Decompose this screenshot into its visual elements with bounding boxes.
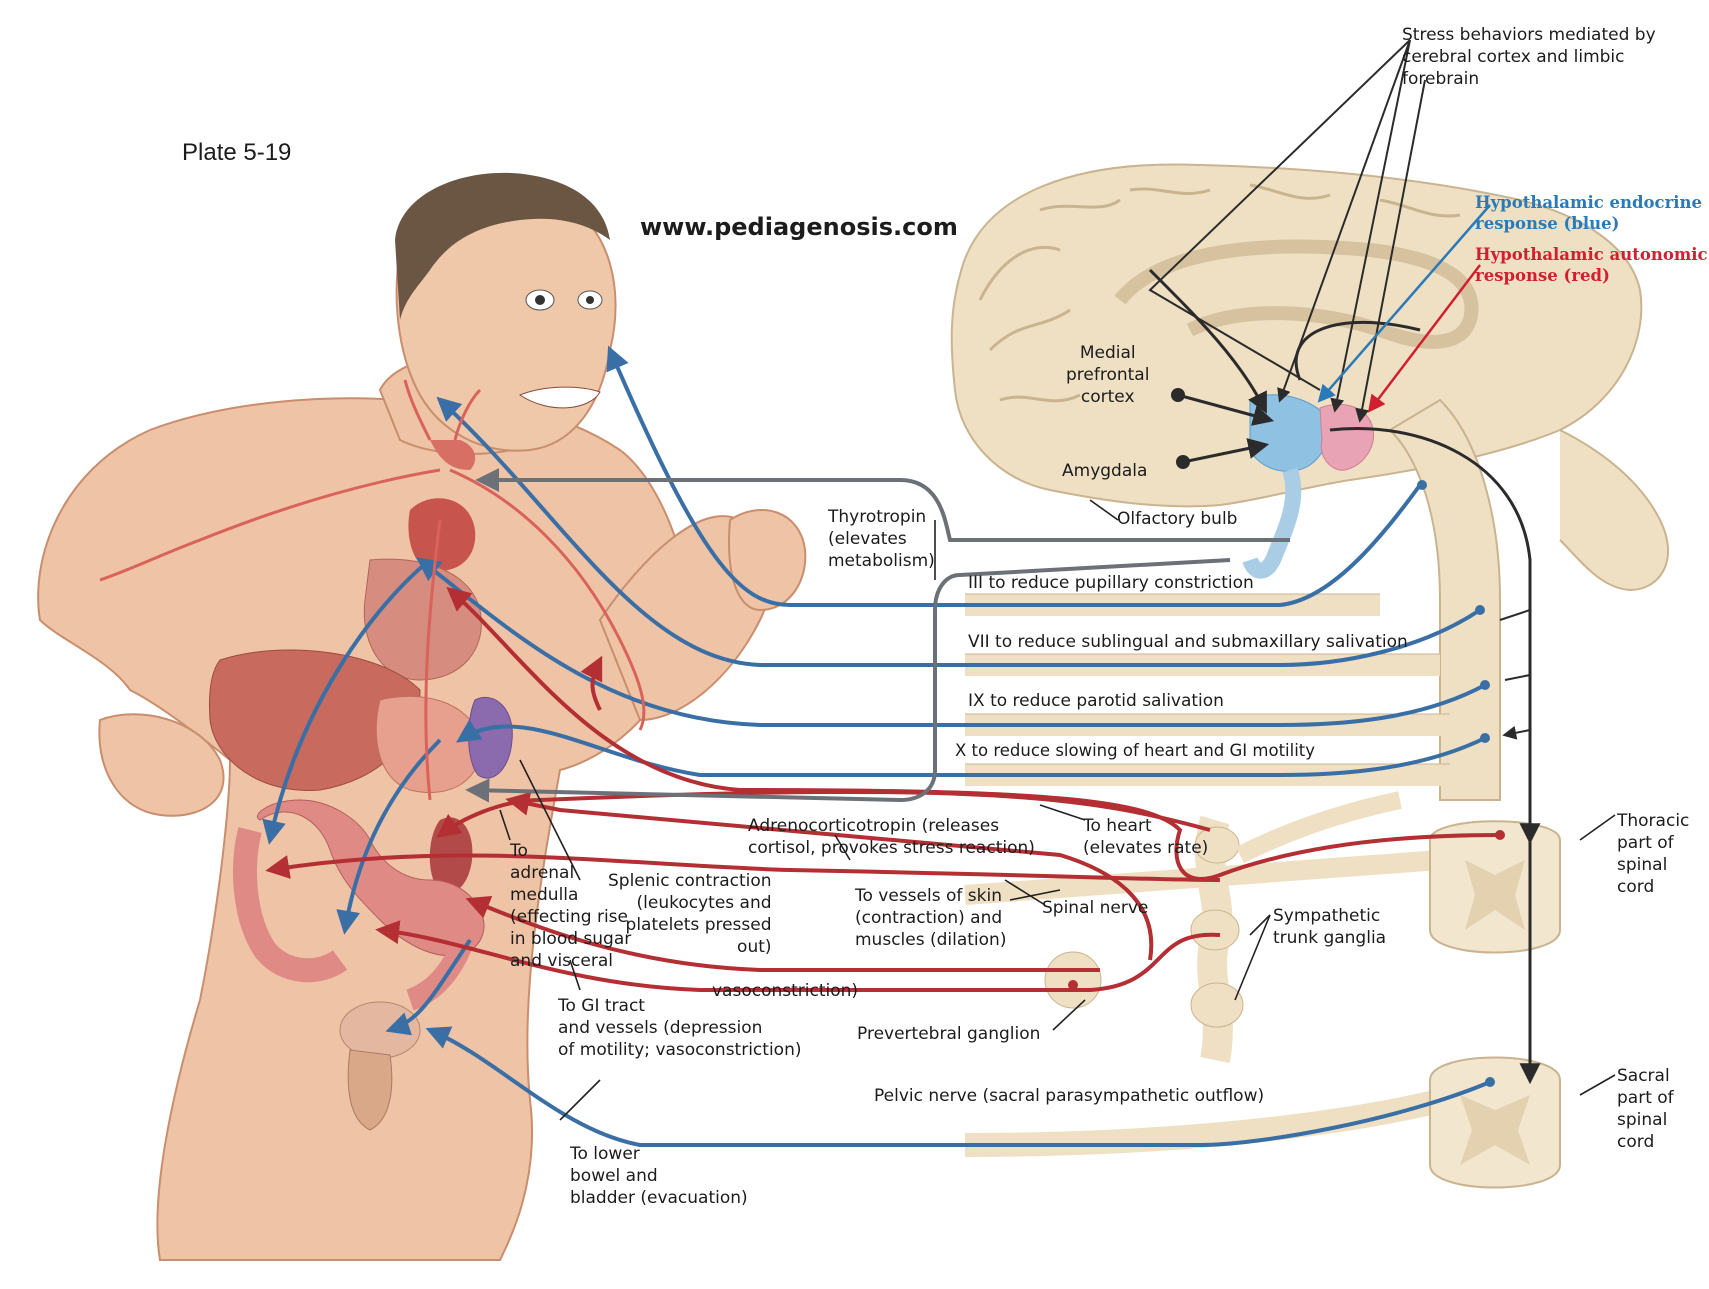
label-to-adrenal-medulla: To adrenal medulla (effecting rise in bl… bbox=[510, 841, 632, 971]
label-nerve-iii: III to reduce pupillary constriction bbox=[968, 573, 1254, 593]
label-splenic-contraction: Splenic contraction (leukocytes and plat… bbox=[608, 871, 772, 957]
label-vasoconstriction: vasoconstriction) bbox=[712, 981, 859, 1001]
autonomic-response-arrow bbox=[1367, 264, 1481, 413]
sympathetic-trunk bbox=[1044, 791, 1402, 1063]
label-amygdala: Amygdala bbox=[1062, 461, 1148, 481]
label-adrenocorticotropin: Adrenocorticotropin (releases cortisol, … bbox=[748, 816, 1035, 858]
endocrine-response-arrow bbox=[1317, 204, 1491, 403]
cortical-pathways bbox=[1148, 39, 1541, 1085]
label-thyrotropin: Thyrotropin (elevates metabolism) bbox=[828, 507, 935, 571]
label-nerve-vii: VII to reduce sublingual and submaxillar… bbox=[968, 632, 1408, 652]
label-autonomic-response: Hypothalamic autonomic response (red) bbox=[1475, 245, 1708, 285]
label-leader-lines bbox=[499, 499, 1616, 1121]
sacral-spinal-cord bbox=[1429, 1056, 1561, 1189]
label-to-gi-tract: To GI tract and vessels (depression of m… bbox=[558, 996, 802, 1060]
endocrine-pathways bbox=[465, 468, 1290, 803]
website-watermark: www.pediagenosis.com bbox=[640, 213, 958, 241]
label-prevertebral-ganglion: Prevertebral ganglion bbox=[857, 1024, 1041, 1044]
plate-number: Plate 5-19 bbox=[182, 139, 292, 166]
label-sympathetic-trunk-ganglia: Sympathetic trunk ganglia bbox=[1273, 906, 1387, 948]
label-to-heart: To heart (elevates rate) bbox=[1083, 816, 1209, 858]
label-endocrine-response: Hypothalamic endocrine response (blue) bbox=[1475, 193, 1703, 233]
label-stress-behaviors: Stress behaviors mediated by cerebral co… bbox=[1402, 25, 1656, 89]
sympathetic-pathways bbox=[265, 586, 1501, 992]
label-to-vessels: To vessels of skin (contraction) and mus… bbox=[855, 886, 1007, 950]
label-nerve-x: X to reduce slowing of heart and GI moti… bbox=[955, 741, 1316, 760]
label-to-lower-bowel: To lower bowel and bladder (evacuation) bbox=[570, 1144, 748, 1208]
label-thoracic-spinal-cord: Thoracic part of spinal cord bbox=[1617, 811, 1690, 897]
label-sacral-spinal-cord: Sacral part of spinal cord bbox=[1617, 1066, 1674, 1152]
label-medial-prefrontal-cortex: Medial prefrontal cortex bbox=[1066, 343, 1150, 407]
label-spinal-nerve: Spinal nerve bbox=[1042, 898, 1149, 918]
brain-sagittal bbox=[950, 163, 1670, 801]
label-olfactory-bulb: Olfactory bulb bbox=[1117, 509, 1238, 529]
thoracic-spinal-cord bbox=[1429, 820, 1561, 954]
label-pelvic-nerve: Pelvic nerve (sacral parasympathetic out… bbox=[874, 1086, 1265, 1106]
nerve-nuclei-dots bbox=[1068, 480, 1505, 1087]
label-nerve-ix: IX to reduce parotid salivation bbox=[968, 691, 1224, 711]
parasympathetic-pathways bbox=[262, 345, 1491, 1147]
arterial-tree bbox=[99, 379, 646, 801]
